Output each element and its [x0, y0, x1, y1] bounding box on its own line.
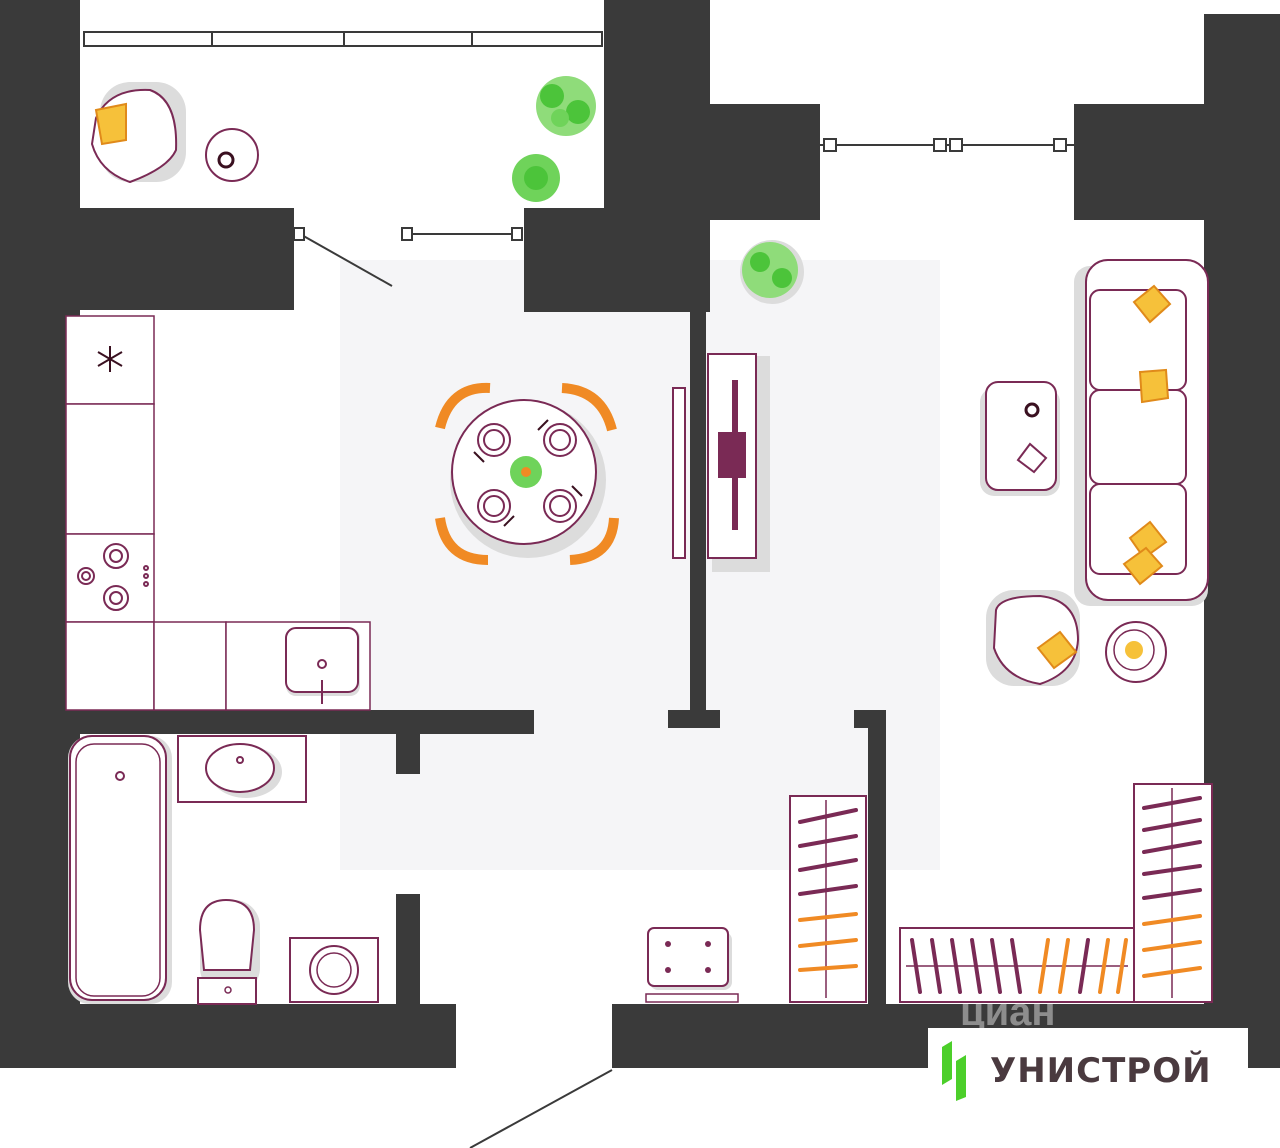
tv-stand [707, 353, 770, 572]
coffee-table [980, 381, 1060, 496]
tv-panel [672, 387, 686, 559]
toilet [197, 898, 260, 1005]
stove-burner-icon [77, 543, 149, 611]
plant-icon [512, 154, 560, 202]
kitchen-sink [285, 627, 360, 704]
living-armchair [986, 590, 1080, 686]
balcony-door [293, 227, 523, 287]
bathroom-sink [177, 735, 307, 803]
snowflake-icon [97, 346, 123, 372]
living-wardrobe-wide [899, 927, 1135, 1003]
floor-lamp [1105, 621, 1167, 683]
bathtub [68, 735, 172, 1004]
brand-logo: УНИСТРОЙ [928, 1028, 1248, 1114]
watermark: циан [960, 990, 1056, 1034]
dining-set [435, 382, 619, 565]
balcony-side-table [205, 128, 259, 182]
entrance-door-swing [469, 1069, 613, 1148]
balcony-armchair [90, 82, 186, 184]
hall-wardrobe [789, 795, 867, 1003]
brand-logo-icon [942, 1041, 966, 1101]
living-wardrobe-tall [1133, 783, 1213, 1003]
pillow-icon [1122, 284, 1172, 586]
plant-icon [740, 240, 804, 304]
sofa [1074, 259, 1209, 606]
hall-floor [340, 260, 940, 870]
centerpiece-plant-icon [510, 456, 542, 488]
shoe-bench [645, 927, 739, 1003]
brand-name: УНИСТРОЙ [990, 1051, 1212, 1091]
washing-machine [289, 937, 379, 1003]
plant-icon [536, 76, 596, 136]
window-right [820, 138, 1074, 152]
balcony-window [83, 31, 603, 47]
